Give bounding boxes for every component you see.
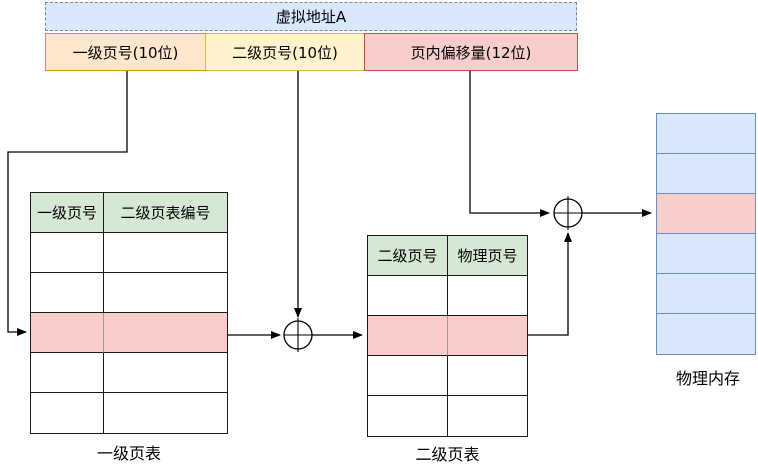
level1-table-caption: 一级页表: [96, 444, 161, 463]
level2-table-row-2-highlighted: [368, 316, 527, 356]
level2-table-row-1: [368, 276, 527, 316]
level2-table-row-3: [368, 356, 527, 396]
field-page-offset-label: 页内偏移量(12位): [410, 43, 532, 62]
memory-frame-5: [657, 274, 755, 314]
level1-table-row-1: [31, 233, 227, 273]
level1-page-table: 一级页号 二级页表编号: [30, 192, 228, 434]
physical-memory-caption: 物理内存: [675, 369, 740, 388]
memory-frame-4: [657, 234, 755, 274]
level2-page-table: 二级页号 物理页号: [367, 235, 528, 437]
physical-memory: [656, 113, 756, 355]
level2-table-row-4: [368, 396, 527, 436]
level1-table-row-5: [31, 393, 227, 433]
level2-table-header-col1: 二级页号: [368, 236, 448, 276]
memory-frame-1: [657, 114, 755, 154]
field-level1-page-number: 一级页号(10位): [45, 33, 206, 71]
level1-table-header-col1: 一级页号: [31, 193, 104, 233]
memory-frame-6: [657, 314, 755, 354]
field-level2-page-number: 二级页号(10位): [205, 33, 365, 71]
field-level1-page-number-label: 一级页号(10位): [72, 43, 179, 62]
combine-node-2-cross: [554, 196, 582, 230]
level2-table-caption: 二级页表: [415, 445, 480, 464]
level1-table-header-col2: 二级页表编号: [104, 193, 227, 233]
memory-frame-3-highlighted: [657, 194, 755, 234]
level1-table-row-4: [31, 353, 227, 393]
level1-table-row-2: [31, 273, 227, 313]
combine-node-1-icon: [283, 320, 313, 350]
level1-table-header-row: 一级页号 二级页表编号: [31, 193, 227, 233]
virtual-address-box: 虚拟地址A: [45, 2, 577, 31]
combine-node-2-icon: [553, 198, 583, 228]
combine-node-1-cross: [284, 318, 312, 352]
arrow-level2-row-to-combine2: [528, 232, 572, 336]
field-level2-page-number-label: 二级页号(10位): [232, 43, 338, 62]
arrow-offset-to-combine2: [469, 71, 550, 217]
field-page-offset: 页内偏移量(12位): [364, 33, 578, 71]
level2-table-header-row: 二级页号 物理页号: [368, 236, 527, 276]
level2-table-header-col2: 物理页号: [448, 236, 527, 276]
virtual-address-label: 虚拟地址A: [275, 8, 347, 26]
memory-frame-2: [657, 154, 755, 194]
level1-table-row-3-highlighted: [31, 313, 227, 353]
